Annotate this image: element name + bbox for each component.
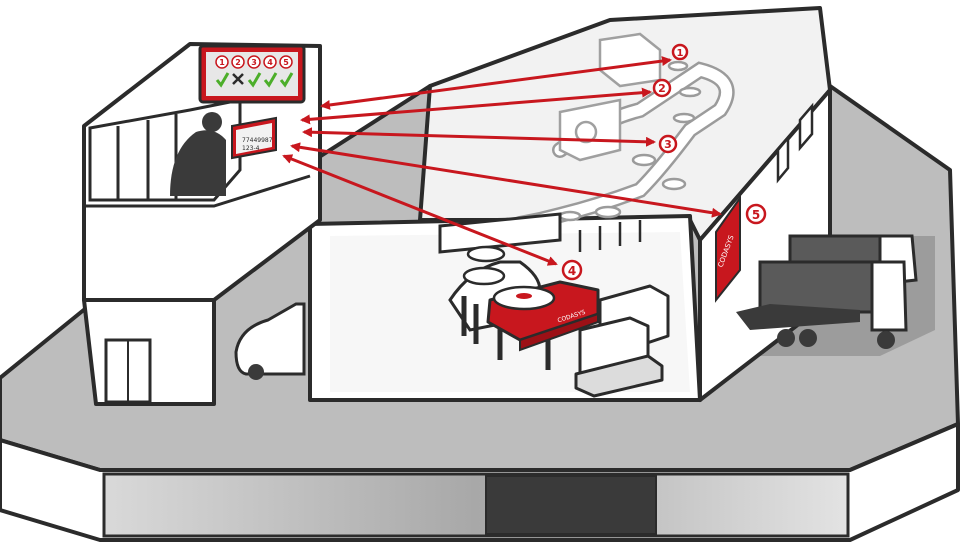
callout-3: 3 [658, 134, 678, 154]
brand-sign: CODASYS [715, 194, 741, 303]
arrow-icon [282, 154, 558, 266]
callout-markers: 1 2 3 4 5 [561, 43, 767, 281]
operator-screen-line2: 123-4 [242, 145, 260, 152]
truck-icon [736, 234, 918, 349]
checkmark-icon [279, 72, 294, 88]
monitor-indicator-1 [215, 55, 229, 69]
cross-icon [232, 73, 244, 85]
car-icon [234, 302, 306, 380]
arrow-icon [302, 127, 656, 147]
control-office [82, 42, 322, 406]
monitor-indicator-5 [279, 55, 293, 69]
monitor-indicator-label: 4 [267, 58, 273, 67]
checkmark-icon [263, 72, 278, 88]
monitor-indicator-label: 1 [219, 58, 225, 67]
callout-1-label: 1 [677, 48, 684, 59]
inspection-station: CODASYS [486, 280, 600, 352]
operator-screen: 77449987 123-4 [231, 116, 277, 160]
status-monitor: 1 2 3 4 5 [198, 44, 306, 104]
door-icon [104, 338, 152, 404]
monitor-indicator-label: 3 [251, 58, 257, 67]
monitor-indicator-label: 2 [235, 58, 241, 67]
arrow-icon [300, 87, 652, 125]
operator-screen-line1: 77449987 [242, 137, 273, 144]
callout-4-label: 4 [568, 264, 576, 278]
monitor-indicator-3 [247, 55, 261, 69]
checkmark-icon [247, 72, 262, 88]
callout-3-label: 3 [664, 138, 672, 151]
monitor-indicator-2 [231, 55, 245, 69]
operator-figure [170, 112, 226, 196]
checkmark-icon [215, 72, 230, 88]
vent-grille [485, 475, 657, 535]
monitor-indicator-4 [263, 55, 277, 69]
monitor-indicator-label: 5 [283, 58, 289, 67]
callout-2: 2 [652, 78, 672, 98]
callout-4: 4 [561, 259, 583, 281]
callout-5: 5 [745, 203, 767, 225]
callout-5-label: 5 [752, 208, 760, 222]
callout-1: 1 [671, 43, 689, 61]
pallet-boxes [574, 284, 670, 398]
callout-2-label: 2 [658, 82, 666, 95]
data-link-arrows [282, 56, 722, 266]
